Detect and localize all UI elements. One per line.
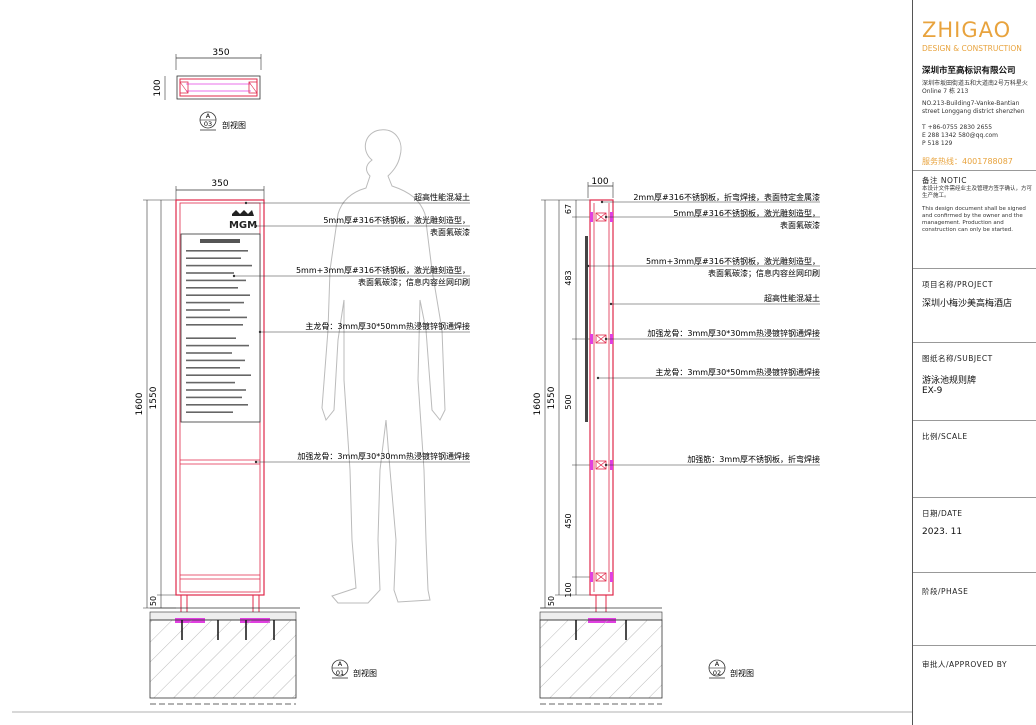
notic-en: This design document shall be signed and… bbox=[922, 206, 1026, 233]
approved-label: 审批人/APPROVED BY bbox=[922, 660, 1008, 669]
svg-text:A: A bbox=[206, 112, 211, 120]
email: E 288 1342 580@qq.com bbox=[922, 132, 999, 139]
date-label: 日期/DATE bbox=[922, 509, 963, 518]
phone: T +86-0755 2830 2655 bbox=[922, 124, 993, 131]
svg-text:表面氟碳漆: 表面氟碳漆 bbox=[780, 220, 820, 230]
svg-text:表面氟碳漆；信息内容丝网印刷: 表面氟碳漆；信息内容丝网印刷 bbox=[708, 268, 820, 278]
notic-label: 备注 NOTIC bbox=[922, 176, 967, 185]
side-callout-reinforce-keel: 加强龙骨：3mm厚30*30mm热浸镀锌钢通焊接 bbox=[647, 328, 820, 338]
top-view-depth-dim: 100 bbox=[153, 79, 163, 96]
front-callout-5mm-plate: 5mm厚#316不锈钢板，激光雕刻造型， bbox=[323, 215, 470, 225]
svg-text:100: 100 bbox=[564, 582, 573, 597]
front-caption: 剖视图 bbox=[353, 668, 377, 678]
front-callout-panel: 5mm+3mm厚#316不锈钢板，激光雕刻造型， bbox=[296, 265, 470, 275]
svg-text:02: 02 bbox=[713, 669, 721, 677]
svg-text:67: 67 bbox=[564, 204, 573, 214]
svg-text:表面氟碳漆；信息内容丝网印刷: 表面氟碳漆；信息内容丝网印刷 bbox=[358, 277, 470, 287]
side-callout-panel: 5mm+3mm厚#316不锈钢板，激光雕刻造型， bbox=[646, 256, 820, 266]
front-view: 350 1600 1550 50 MGM bbox=[135, 129, 470, 705]
svg-text:50: 50 bbox=[547, 596, 556, 606]
side-callout-5mm: 5mm厚#316不锈钢板，激光雕刻造型， bbox=[673, 208, 820, 218]
front-callout-concrete: 超高性能混凝土 bbox=[414, 192, 470, 202]
top-view-width-dim: 350 bbox=[212, 48, 229, 58]
side-callout-main-keel: 主龙骨：3mm厚30*50mm热浸镀锌钢通焊接 bbox=[655, 367, 820, 377]
company-name: 深圳市至高标识有限公司 bbox=[922, 66, 1016, 76]
front-callout-main-keel: 主龙骨：3mm厚30*50mm热浸镀锌钢通焊接 bbox=[305, 321, 470, 331]
svg-text:A: A bbox=[715, 660, 720, 668]
side-caption: 剖视图 bbox=[730, 668, 754, 678]
scale-label: 比例/SCALE bbox=[922, 432, 968, 441]
mgm-logo: MGM bbox=[229, 220, 257, 231]
postcode: P 518 129 bbox=[922, 140, 953, 147]
front-callout-reinforce-keel: 加强龙骨：3mm厚30*30mm热浸镀锌钢通焊接 bbox=[297, 451, 470, 461]
project-label: 项目名称/PROJECT bbox=[922, 280, 993, 289]
side-callout-2mm: 2mm厚#316不锈钢板，折弯焊接，表面特定金属漆 bbox=[633, 192, 820, 202]
svg-text:01: 01 bbox=[336, 669, 344, 677]
side-callout-rib: 加强筋：3mm厚不锈钢板，折弯焊接 bbox=[687, 454, 820, 464]
date-value: 2023. 11 bbox=[922, 527, 963, 537]
side-width-dim: 100 bbox=[591, 177, 608, 187]
front-width-dim: 350 bbox=[211, 179, 228, 189]
side-body-height: 1550 bbox=[547, 386, 557, 409]
hotline: 服务热线：4001788087 bbox=[922, 157, 1013, 166]
company-logo-subtitle: DESIGN & CONSTRUCTION bbox=[922, 44, 1022, 53]
svg-text:483: 483 bbox=[564, 270, 573, 285]
project-value: 深圳小梅沙美高梅酒店 bbox=[922, 299, 1013, 309]
svg-text:03: 03 bbox=[204, 120, 212, 128]
address-cn: 深圳市坂田街道五和大道南2号万科星火 Online 7 栋 213 bbox=[922, 80, 1028, 95]
subject-label: 图纸名称/SUBJECT bbox=[922, 354, 993, 363]
side-view: 100 67 483 500 450 100 1600 1550 50 bbox=[533, 177, 820, 705]
svg-text:50: 50 bbox=[149, 596, 158, 606]
cad-drawing: 350 100 A 03 剖视图 350 1600 1550 50 bbox=[12, 48, 912, 713]
top-view-caption: 剖视图 bbox=[222, 120, 246, 130]
svg-text:A: A bbox=[338, 660, 343, 668]
side-callout-concrete: 超高性能混凝土 bbox=[764, 293, 820, 303]
front-body-height: 1550 bbox=[149, 386, 159, 409]
front-total-height: 1600 bbox=[135, 392, 145, 415]
svg-text:表面氟碳漆: 表面氟碳漆 bbox=[430, 227, 470, 237]
company-logo: ZHIGAO bbox=[922, 18, 1012, 42]
person-silhouette bbox=[321, 129, 446, 604]
subject-value: 游泳池规则牌 bbox=[922, 376, 977, 386]
top-view: 350 100 A 03 剖视图 bbox=[153, 48, 262, 131]
subject-code: EX-9 bbox=[922, 386, 943, 396]
address-en: NO.213-Building7-Vanke-Bantian street Lo… bbox=[922, 100, 1025, 115]
svg-text:450: 450 bbox=[564, 513, 573, 528]
rules-text-lines bbox=[186, 250, 252, 413]
svg-text:500: 500 bbox=[564, 394, 573, 409]
phase-label: 阶段/PHASE bbox=[922, 587, 969, 596]
side-total-height: 1600 bbox=[533, 392, 543, 415]
notic-cn: 本设计文件需经业主及管理方签字确认，方可生产施工。 bbox=[922, 186, 1033, 199]
title-block: ZHIGAO DESIGN & CONSTRUCTION 深圳市至高标识有限公司… bbox=[912, 0, 1036, 725]
